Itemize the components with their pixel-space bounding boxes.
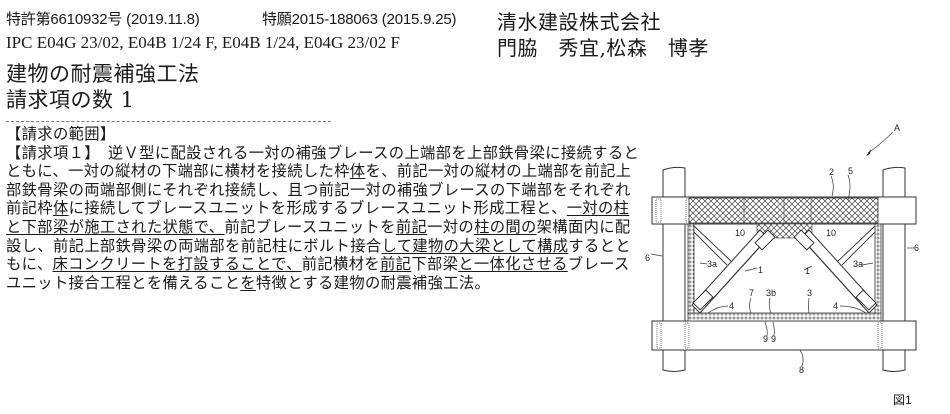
callout-1-left: 1: [758, 265, 763, 275]
claim-text-segment: 下部梁: [411, 255, 459, 274]
callout-3a-left: 3a: [707, 259, 717, 269]
section-divider: [6, 121, 331, 122]
brace-connectors: [692, 229, 877, 311]
underlined-amendment: 体: [52, 199, 69, 218]
frame-vertical-left: [687, 223, 695, 315]
lower-beam: [651, 320, 917, 351]
callout-10-left: 10: [735, 228, 745, 238]
application-number: 特願2015-188063 (2015.9.25): [262, 11, 457, 28]
callout-3a-right: 3a: [853, 259, 863, 269]
claim-text-segment: 【請求項１】 逆Ｖ型に配設される一対の補強ブレースの上端部を上部鉄骨梁に接続する…: [6, 143, 640, 162]
underlined-amendment: 前記: [395, 217, 428, 236]
callout-A: A: [894, 123, 900, 133]
patent-title: 建物の耐震補強工法: [6, 62, 200, 86]
underlined-amendment: 体: [349, 162, 366, 181]
callout-8: 8: [799, 365, 804, 375]
claim-text-segment: 特徴とする建物の耐震補強工法。: [255, 273, 491, 292]
claim-text-segment: 前記横材を: [301, 255, 381, 274]
claim-text-segment: 前記ブレースユニットを: [224, 217, 396, 236]
claim-line: 前記枠体に接続してブレースユニットを形成するブレースユニット形成工程と、一対の柱: [6, 199, 629, 218]
callout-1-right: 1: [805, 266, 810, 276]
callout-7: 7: [749, 288, 754, 298]
claim-text-segment: 一対の: [427, 217, 475, 236]
callout-10-right: 10: [826, 228, 836, 238]
claim-text-segment: もに、: [6, 255, 53, 274]
callout-6-right: 6: [914, 243, 919, 253]
claims-heading: 【請求の範囲】: [6, 125, 116, 143]
claim-text-segment: 部鉄骨梁の両端部側にそれぞれ接続し、且つ前記一対の補強ブレースの下端部をそれぞれ: [6, 180, 631, 199]
claim-line: 【請求項１】 逆Ｖ型に配設される一対の補強ブレースの上端部を上部鉄骨梁に接続する…: [6, 144, 639, 163]
inventor-names: 門脇 秀宜,松森 博孝: [497, 36, 709, 60]
ipc-classification: IPC E04G 23/02, E04B 1/24 F, E04B 1/24, …: [6, 33, 400, 52]
applicant-name: 清水建設株式会社: [497, 10, 661, 34]
claim-line: 部鉄骨梁の両端部側にそれぞれ接続し、且つ前記一対の補強ブレースの下端部をそれぞれ: [6, 181, 630, 200]
patent-number: 特許第6610932号 (2019.11.8): [6, 11, 200, 28]
claim-line: ユニット接合工程とを備えることを特徴とする建物の耐震補強工法。: [6, 274, 606, 293]
frame-vertical-right: [874, 223, 882, 315]
underlined-amendment: 柱の間の: [474, 217, 537, 236]
claim-text-segment: するとと: [568, 236, 631, 255]
underlined-amendment: を: [240, 273, 256, 292]
callout-3b: 3b: [766, 288, 776, 298]
claim-line: ともに、一対の縦材の下端部に横材を接続した枠体を、前記一対の縦材の上端部を前記上: [6, 162, 631, 181]
callout-6-left: 6: [645, 253, 650, 263]
claim-text-segment: 架構面内に配: [536, 217, 631, 236]
figure-caption: 図1: [893, 393, 912, 407]
callout-3: 3: [807, 288, 812, 298]
claim-text-segment: 設し、前記上部鉄骨梁の両端部を前記柱にボルト接合: [6, 236, 382, 255]
underlined-amendment: と下部梁が施工された状態で、: [6, 217, 225, 236]
claim-text-segment: ブレース: [567, 255, 630, 274]
underlined-amendment: 床コンクリートを打設することで、: [52, 255, 302, 274]
claims-section: 【請求の範囲】 【請求項１】 逆Ｖ型に配設される一対の補強ブレースの上端部を上部…: [6, 125, 639, 293]
claim-text-segment: に接続してブレースユニットを形成するブレースユニット形成工程と、: [68, 199, 567, 218]
callout-9-b: 9: [771, 334, 776, 344]
claim-1-text: 【請求項１】 逆Ｖ型に配設される一対の補強ブレースの上端部を上部鉄骨梁に接続する…: [6, 144, 639, 293]
claim-text-segment: ユニット接合工程とを備えること: [6, 273, 241, 292]
frame-horizontal: [687, 312, 882, 322]
claim-text-segment: ともに、一対の縦材の下端部に横材を接続した枠: [6, 162, 350, 181]
floor-slab-upper: [688, 197, 879, 224]
claim-text-segment: を、前記一対の縦材の上端部を前記上: [365, 162, 632, 181]
underlined-amendment: して建物の大梁として構成: [381, 236, 569, 255]
callout-9-a: 9: [763, 334, 768, 344]
diagonal-stays: [693, 225, 876, 266]
callout-5: 5: [848, 166, 853, 176]
leader-A: [867, 131, 894, 154]
claim-line: と下部梁が施工された状態で、前記ブレースユニットを前記一対の柱の間の架構面内に配: [6, 217, 630, 237]
callout-4-left: 4: [729, 301, 734, 311]
claim-line: もに、床コンクリートを打設することで、前記横材を前記下部梁と一体化させるブレース: [6, 255, 629, 274]
underlined-amendment: 一対の柱: [566, 199, 630, 218]
claim-line: 設し、前記上部鉄骨梁の両端部を前記柱にボルト接合して建物の大梁として構成するとと: [6, 236, 631, 256]
underlined-amendment: と一体化させる: [458, 255, 568, 274]
underlined-amendment: 前記: [380, 255, 412, 274]
callout-4-right: 4: [833, 301, 838, 311]
claim-count: 請求項の数 1: [6, 88, 135, 112]
claim-text-segment: 前記枠: [6, 199, 53, 218]
callout-2: 2: [829, 167, 834, 177]
